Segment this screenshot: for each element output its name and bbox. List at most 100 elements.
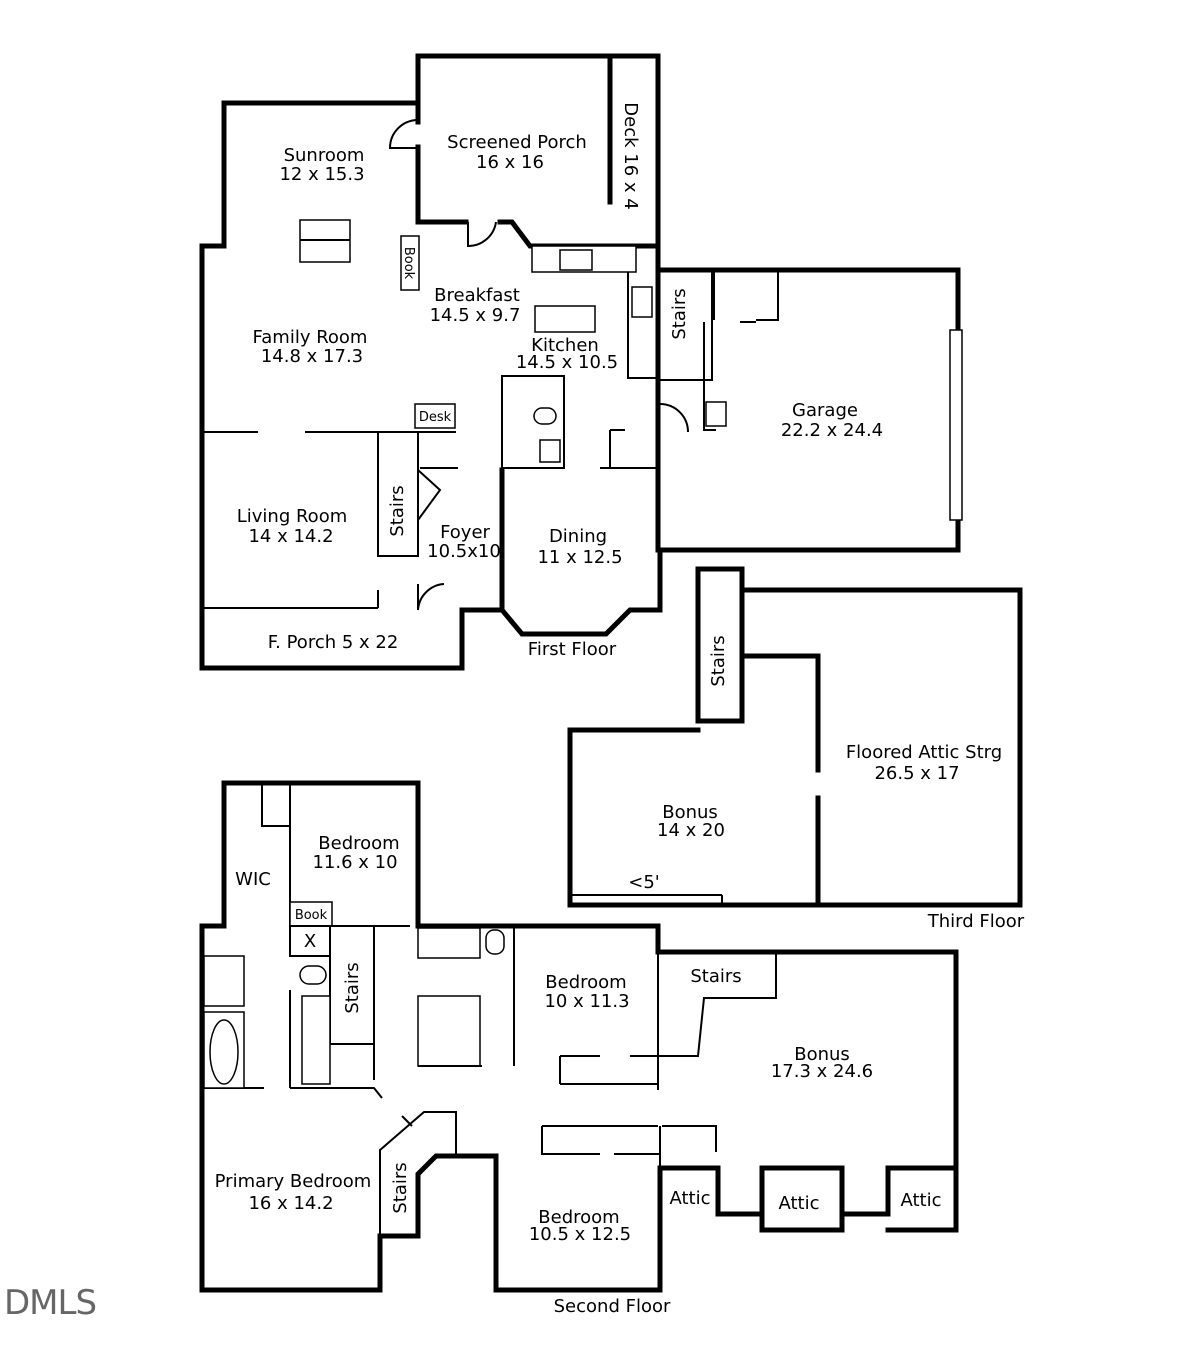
wall [739, 653, 821, 773]
room-dims-bedroom: 11.6 x 10 [312, 852, 397, 873]
wall [417, 469, 442, 521]
room-dims-foyer: 10.5x10 [427, 541, 501, 562]
book-shelf [400, 235, 420, 291]
kitchen-island [534, 305, 596, 333]
desk-label: Desk [419, 410, 452, 425]
room-dims-bedroom: 10.5 x 12.5 [529, 1224, 631, 1245]
room-name-garage: Garage [792, 400, 858, 421]
sink [539, 439, 561, 463]
door [659, 403, 689, 433]
book-label: Book [295, 908, 328, 923]
bathtub [417, 927, 481, 959]
room-dims-family-room: 14.8 x 17.3 [261, 346, 363, 367]
wall [662, 1125, 717, 1152]
stairs-third [695, 566, 745, 724]
stairs-second-lower [379, 1111, 457, 1237]
door [388, 119, 419, 149]
book-label: Book [401, 247, 416, 280]
desk [414, 403, 456, 429]
floor-label-first: First Floor [528, 639, 617, 660]
room-name-bedroom: Bedroom [545, 972, 626, 993]
wall [703, 322, 716, 431]
room-name-foyer: Foyer [440, 522, 490, 543]
room-name-deck: Deck 16 x 4 [620, 102, 641, 209]
stairs-label: Stairs [387, 485, 408, 536]
stairs-label: Stairs [690, 966, 741, 987]
wall [498, 547, 663, 637]
room-dims-kitchen: 14.5 x 10.5 [516, 352, 618, 373]
stairs-label: Stairs [669, 288, 690, 339]
room-dims-primary-bedroom: 16 x 14.2 [248, 1193, 333, 1214]
attic-label: Attic [900, 1190, 941, 1211]
garage-sink [705, 401, 727, 427]
room-dims-bonus-second: 17.3 x 24.6 [771, 1061, 873, 1082]
room-dims-bonus-third: 14 x 20 [657, 820, 725, 841]
wall [261, 783, 291, 827]
wall [199, 100, 505, 671]
room-name-kitchen: Kitchen [531, 335, 599, 356]
wall [756, 272, 779, 321]
floor-label-second: Second Floor [554, 1296, 671, 1317]
kitchen-counter [627, 272, 658, 379]
closet-x-label: X [304, 931, 316, 952]
attic-label: Attic [669, 1188, 710, 1209]
third-floor: Floored Attic Strg 26.5 x 17 Bonus 14 x … [567, 566, 1025, 932]
stairs-label: Stairs [708, 635, 729, 686]
room-name-bonus-third: Bonus [662, 802, 718, 823]
stairs-label: Stairs [342, 962, 363, 1013]
floor-label-third: Third Floor [927, 911, 1025, 932]
toilet [533, 407, 557, 425]
room-name-screened-porch: Screened Porch [447, 132, 587, 153]
room-dims-garage: 22.2 x 24.4 [781, 420, 883, 441]
room-dims-attic-storage: 26.5 x 17 [874, 763, 959, 784]
room-dims-sunroom: 12 x 15.3 [279, 164, 364, 185]
wall [415, 53, 661, 249]
room-name-primary-bedroom: Primary Bedroom [215, 1171, 372, 1192]
wall [567, 587, 1023, 908]
kitchen-sink [559, 249, 593, 271]
room-name-dining: Dining [549, 526, 607, 547]
room-dims-living-room: 14 x 14.2 [248, 526, 333, 547]
wall [759, 1165, 845, 1233]
wall [221, 780, 959, 1171]
book-shelf [289, 901, 333, 927]
room-name-sunroom: Sunroom [284, 145, 365, 166]
room-dims-screened-porch: 16 x 16 [476, 152, 544, 173]
room-name-front-porch: F. Porch 5 x 22 [268, 632, 399, 653]
garage-door [949, 329, 963, 521]
half-bath [501, 375, 565, 469]
toilet [299, 965, 327, 985]
toilet [485, 929, 505, 955]
door [417, 583, 445, 611]
stairs-label: Stairs [390, 1162, 411, 1213]
stairs-first [377, 431, 419, 557]
wall [630, 952, 777, 1057]
watermark-logo: DMLS [4, 1283, 96, 1323]
room-name-living-room: Living Room [237, 506, 348, 527]
room-name-bedroom: Bedroom [318, 833, 399, 854]
cooktop [631, 286, 653, 318]
room-name-bedroom: Bedroom [538, 1207, 619, 1228]
wall [401, 1115, 413, 1127]
attic-label: Attic [778, 1193, 819, 1214]
bathtub-basin [209, 1019, 239, 1085]
vanity [301, 995, 331, 1085]
second-floor: Bedroom 11.6 x 10 WIC Book X Stairs Bedr… [199, 780, 959, 1317]
stairs-second-upper [329, 925, 375, 1045]
wall [290, 1087, 383, 1099]
first-floor: Sunroom 12 x 15.3 Screened Porch 16 x 16… [199, 53, 963, 671]
room-dims-breakfast: 14.5 x 9.7 [430, 305, 521, 326]
room-name-bonus-second: Bonus [794, 1044, 850, 1065]
wall [415, 144, 469, 225]
stairs-kitchen [657, 269, 713, 381]
low-ceiling-label: <5' [628, 872, 659, 893]
vanity [417, 995, 481, 1067]
wall [541, 1126, 600, 1155]
door [467, 221, 497, 248]
room-name-wic: WIC [235, 869, 271, 890]
room-dims-bedroom: 10 x 11.3 [544, 991, 629, 1012]
room-name-attic-storage: Floored Attic Strg [846, 742, 1002, 763]
room-dims-dining: 11 x 12.5 [537, 547, 622, 568]
room-name-breakfast: Breakfast [434, 285, 520, 306]
